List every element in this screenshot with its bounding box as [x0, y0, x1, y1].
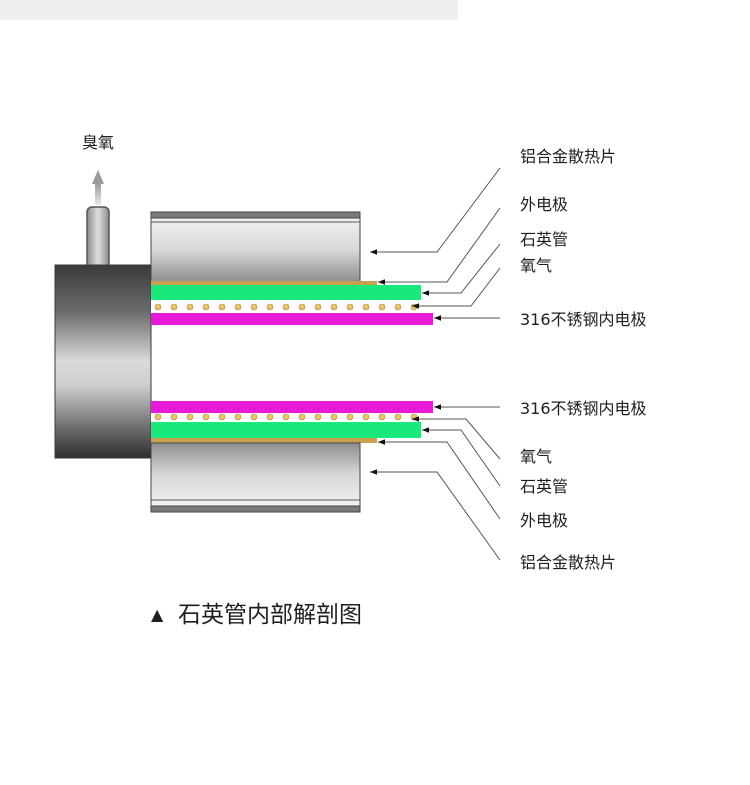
upper-inner-electrode: [151, 313, 433, 325]
discharge-bead: [218, 413, 226, 421]
label-upper-oxygen: 氧气: [520, 256, 552, 275]
discharge-bead: [314, 413, 322, 421]
discharge-bead: [362, 413, 370, 421]
discharge-bead: [394, 303, 402, 311]
discharge-bead: [314, 303, 322, 311]
discharge-bead: [250, 413, 258, 421]
label-upper-outer-electrode: 外电极: [520, 195, 568, 214]
discharge-bead: [298, 413, 306, 421]
discharge-bead: [234, 303, 242, 311]
top-bar: [0, 0, 458, 20]
label-lower-quartz-tube: 石英管: [520, 477, 568, 496]
discharge-bead: [410, 303, 418, 311]
label-upper-heatsink: 铝合金散热片: [520, 147, 616, 166]
discharge-bead: [362, 303, 370, 311]
upper-outer-electrode: [151, 281, 377, 285]
label-lower-outer-electrode: 外电极: [520, 511, 568, 530]
label-lower-heatsink: 铝合金散热片: [520, 553, 616, 572]
discharge-bead: [330, 413, 338, 421]
discharge-bead: [346, 413, 354, 421]
ozone-outlet-port: [86, 206, 110, 270]
discharge-bead: [154, 303, 162, 311]
caption-text: 石英管内部解剖图: [178, 602, 362, 628]
discharge-bead: [378, 303, 386, 311]
discharge-bead: [282, 303, 290, 311]
upper-heatsink: [150, 211, 361, 283]
discharge-bead: [330, 303, 338, 311]
discharge-bead: [266, 303, 274, 311]
label-upper-inner-electrode: 316不锈钢内电极: [520, 310, 647, 329]
discharge-bead: [154, 413, 162, 421]
discharge-bead: [186, 303, 194, 311]
discharge-bead: [394, 413, 402, 421]
lower-leader-lines: [370, 404, 501, 561]
label-upper-quartz-tube: 石英管: [520, 230, 568, 249]
discharge-bead: [202, 303, 210, 311]
discharge-bead: [282, 413, 290, 421]
cylinder-body: [54, 264, 152, 459]
lower-oxygen-layer: [151, 422, 421, 438]
lower-inner-electrode: [151, 401, 433, 413]
upper-discharge-beads: [154, 303, 418, 311]
lower-heatsink: [150, 442, 361, 513]
discharge-bead: [234, 413, 242, 421]
discharge-bead: [266, 413, 274, 421]
discharge-bead: [298, 303, 306, 311]
lower-outer-electrode: [151, 438, 377, 443]
discharge-bead: [218, 303, 226, 311]
label-lower-inner-electrode: 316不锈钢内电极: [520, 399, 647, 418]
caption-triangle-icon: ▲: [151, 605, 164, 624]
ozone-outlet-arrow: [92, 170, 104, 205]
upper-oxygen-layer: [151, 285, 421, 300]
discharge-bead: [170, 413, 178, 421]
discharge-bead: [250, 303, 258, 311]
upper-leader-lines: [370, 167, 501, 321]
label-ozone: 臭氧: [82, 133, 114, 152]
discharge-bead: [378, 413, 386, 421]
label-lower-oxygen: 氧气: [520, 447, 552, 466]
discharge-bead: [186, 413, 194, 421]
discharge-bead: [346, 303, 354, 311]
discharge-bead: [170, 303, 178, 311]
discharge-bead: [202, 413, 210, 421]
